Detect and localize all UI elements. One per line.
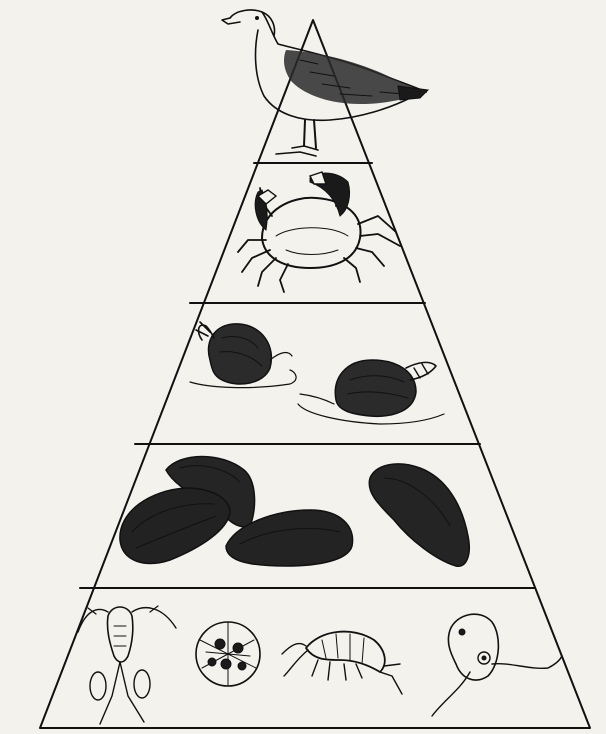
paper-background bbox=[0, 0, 606, 734]
food-pyramid-diagram bbox=[0, 0, 606, 734]
pyramid-svg bbox=[0, 0, 606, 734]
